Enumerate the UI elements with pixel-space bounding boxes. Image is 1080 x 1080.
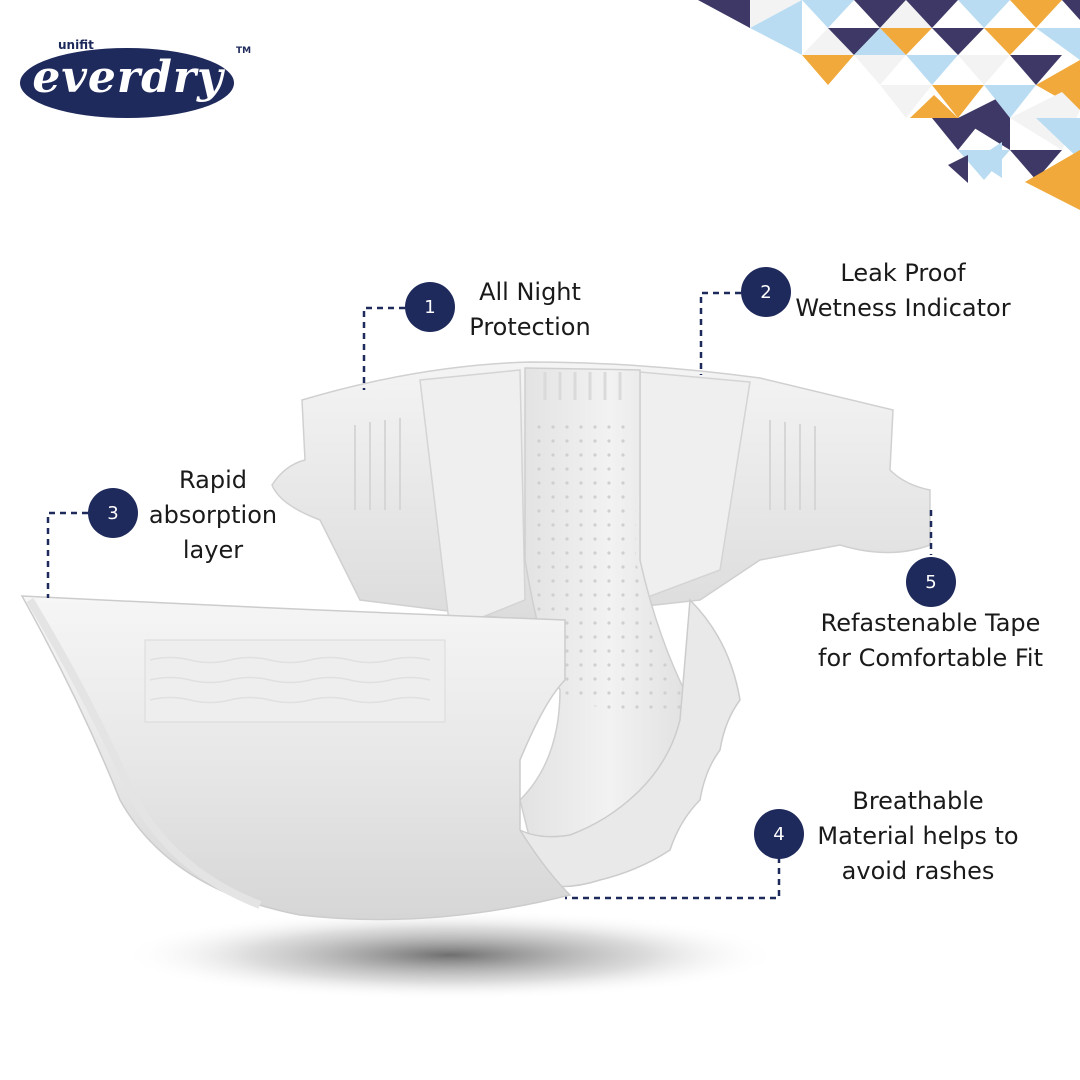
feature-badge-2: 2 xyxy=(741,267,791,317)
logo-trademark: TM xyxy=(236,46,252,56)
logo-ellipse xyxy=(20,48,234,118)
feature-2-line-1: Leak Proof xyxy=(840,259,966,287)
feature-label-4: Breathable Material helps to avoid rashe… xyxy=(808,784,1028,889)
feature-3-line-2: absorption xyxy=(148,501,278,529)
feature-3-line-1: Rapid xyxy=(179,466,247,494)
logo-wordmark: everdry xyxy=(32,52,224,103)
brand-logo: unifit everdry TM xyxy=(20,38,251,120)
feature-4-line-1: Breathable xyxy=(852,787,984,815)
feature-4-line-3: avoid rashes xyxy=(841,857,995,885)
feature-3-line-3: layer xyxy=(182,536,244,564)
feature-badge-4: 4 xyxy=(754,809,804,859)
feature-2-line-2: Wetness Indicator xyxy=(795,294,1011,322)
feature-1-line-2: Protection xyxy=(469,313,591,341)
feature-5-line-1: Refastenable Tape xyxy=(820,609,1041,637)
triangle-pattern xyxy=(698,0,1080,210)
feature-badge-3: 3 xyxy=(88,488,138,538)
feature-label-5: Refastenable Tape for Comfortable Fit xyxy=(808,606,1053,676)
logo-tagline: unifit xyxy=(58,38,94,52)
feature-5-line-2: for Comfortable Fit xyxy=(818,644,1043,672)
feature-badge-5: 5 xyxy=(906,557,956,607)
feature-badge-1: 1 xyxy=(405,282,455,332)
feature-label-3: Rapid absorption layer xyxy=(143,463,283,568)
feature-1-line-1: All Night xyxy=(479,278,581,306)
feature-label-2: Leak Proof Wetness Indicator xyxy=(788,256,1018,326)
feature-label-1: All Night Protection xyxy=(455,275,605,345)
feature-4-line-2: Material helps to xyxy=(817,822,1019,850)
